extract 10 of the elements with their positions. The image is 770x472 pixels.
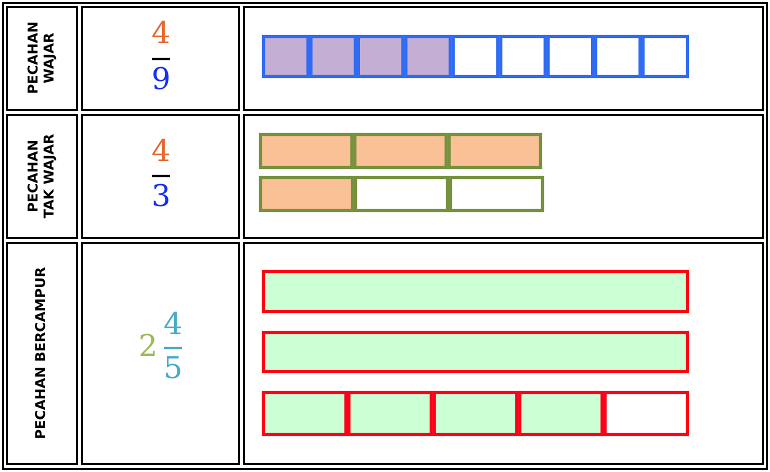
- fraction-digit: 4: [151, 137, 171, 167]
- fraction-digit: 4: [163, 310, 183, 340]
- fraction-digit: 4: [151, 19, 171, 49]
- fraction-digit: 5: [163, 354, 183, 384]
- row-heading: PECAHAN BERCAMPUR: [34, 266, 50, 440]
- row-heading: PECAHAN WAJAR: [26, 22, 58, 94]
- fraction-digit: 3: [151, 182, 171, 212]
- fraction-digit: 9: [151, 65, 171, 95]
- fraction-digit: 2: [138, 332, 158, 362]
- row-heading: PECAHAN TAK WAJAR: [26, 133, 58, 219]
